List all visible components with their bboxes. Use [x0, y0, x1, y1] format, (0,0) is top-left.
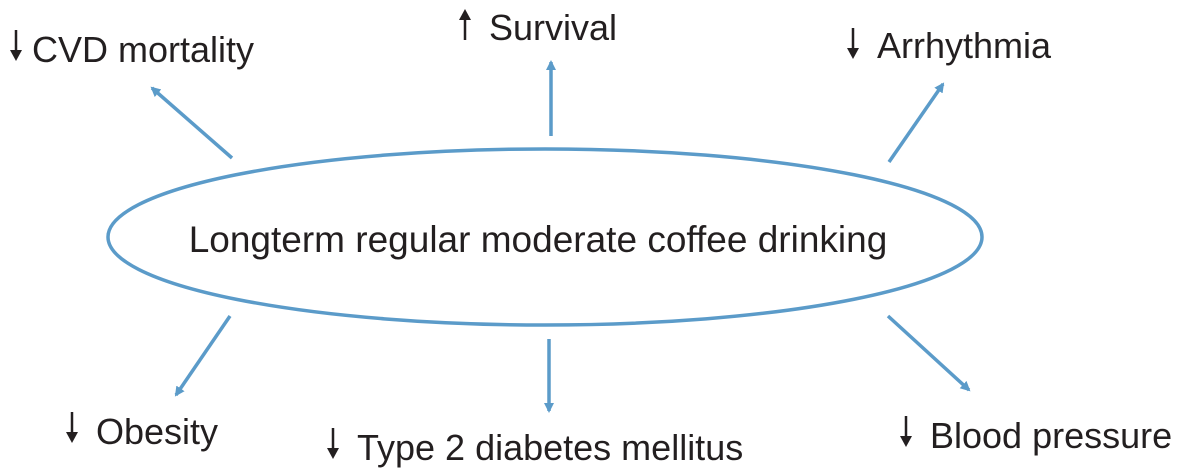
center-ellipse: [106, 147, 984, 327]
down-arrow-icon: [327, 428, 339, 459]
arrow-to-arrhythmia: [887, 82, 945, 163]
arrow-to-cvd-mortality: [150, 86, 234, 160]
effect-arrhythmia: Arrhythmia: [847, 25, 1052, 66]
effect-label: Blood pressure: [930, 415, 1172, 456]
down-arrow-icon: [900, 416, 912, 447]
effect-label: CVD mortality: [32, 29, 254, 70]
effect-label: Type 2 diabetes mellitus: [357, 427, 743, 468]
effect-label: Survival: [489, 7, 617, 48]
arrow-to-blood-pressure: [886, 314, 971, 392]
effect-survival: Survival: [459, 7, 617, 48]
down-arrow-icon: [847, 28, 859, 59]
down-arrow-icon: [66, 412, 78, 443]
effect-label: Obesity: [96, 411, 218, 452]
arrow-to-obesity: [174, 315, 232, 397]
effect-obesity: Obesity: [66, 411, 218, 452]
center-label: Longterm regular moderate coffee drinkin…: [189, 219, 888, 260]
down-arrow-icon: [10, 30, 22, 61]
effect-type2-diabetes: Type 2 diabetes mellitus: [327, 427, 743, 468]
up-arrow-icon: [459, 9, 471, 40]
effect-label: Arrhythmia: [877, 25, 1052, 66]
effect-cvd-mortality: CVD mortality: [10, 29, 254, 70]
effect-blood-pressure: Blood pressure: [900, 415, 1172, 456]
